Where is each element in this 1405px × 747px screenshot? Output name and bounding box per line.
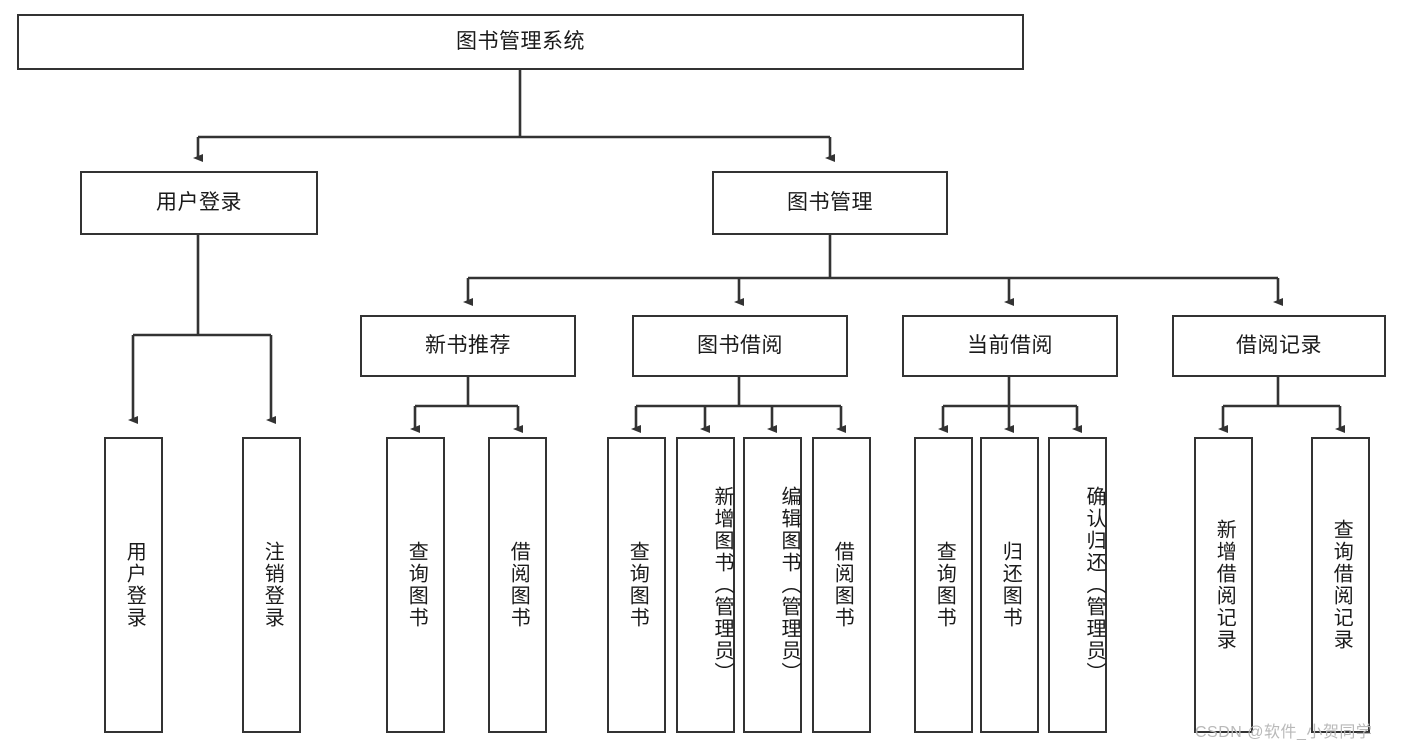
node-book-management[interactable]: 图书管理 <box>712 171 948 235</box>
leaf-edit-book-admin[interactable]: 编辑图书（管理员） <box>743 437 802 733</box>
csdn-watermark: CSDN @软件_小贺同学 <box>1195 724 1373 741</box>
leaf-add-book-admin[interactable]: 新增图书（管理员） <box>676 437 735 733</box>
node-book-borrow[interactable]: 图书借阅 <box>632 315 848 377</box>
leaf-user-login[interactable]: 用户登录 <box>104 437 163 733</box>
leaf-borrow-book[interactable]: 借阅图书 <box>812 437 871 733</box>
node-new-book-recommendation[interactable]: 新书推荐 <box>360 315 576 377</box>
node-label: 当前借阅 <box>967 333 1053 357</box>
node-label: 查询借阅记录 <box>1330 519 1353 651</box>
node-label: 新书推荐 <box>425 333 511 357</box>
leaf-return-book[interactable]: 归还图书 <box>980 437 1039 733</box>
leaf-query-book-borrow[interactable]: 查询图书 <box>607 437 666 733</box>
leaf-query-book-recommend[interactable]: 查询图书 <box>386 437 445 733</box>
node-label: 新增图书（管理员） <box>711 486 733 684</box>
node-label: 用户登录 <box>123 541 146 629</box>
node-label: 借阅记录 <box>1236 333 1322 357</box>
node-label: 图书借阅 <box>697 333 783 357</box>
node-label: 借阅图书 <box>507 541 530 629</box>
node-label: 查询图书 <box>933 541 956 629</box>
node-label: 图书管理系统 <box>456 29 585 53</box>
node-label: 用户登录 <box>156 190 242 214</box>
node-current-borrow[interactable]: 当前借阅 <box>902 315 1118 377</box>
leaf-query-book-current[interactable]: 查询图书 <box>914 437 973 733</box>
node-label: 确认归还（管理员） <box>1083 486 1105 684</box>
leaf-logout-login[interactable]: 注销登录 <box>242 437 301 733</box>
node-label: 归还图书 <box>999 541 1022 629</box>
node-borrow-record[interactable]: 借阅记录 <box>1172 315 1386 377</box>
leaf-confirm-return-admin[interactable]: 确认归还（管理员） <box>1048 437 1107 733</box>
node-root-book-management-system[interactable]: 图书管理系统 <box>17 14 1024 70</box>
leaf-add-borrow-record[interactable]: 新增借阅记录 <box>1194 437 1253 733</box>
node-label: 编辑图书（管理员） <box>778 486 800 684</box>
node-label: 借阅图书 <box>831 541 854 629</box>
node-label: 注销登录 <box>261 541 284 629</box>
node-user-login[interactable]: 用户登录 <box>80 171 318 235</box>
node-label: 图书管理 <box>787 190 873 214</box>
node-label: 查询图书 <box>626 541 649 629</box>
leaf-query-borrow-record[interactable]: 查询借阅记录 <box>1311 437 1370 733</box>
leaf-borrow-book-recommend[interactable]: 借阅图书 <box>488 437 547 733</box>
node-label: 新增借阅记录 <box>1213 519 1236 651</box>
node-label: 查询图书 <box>405 541 428 629</box>
